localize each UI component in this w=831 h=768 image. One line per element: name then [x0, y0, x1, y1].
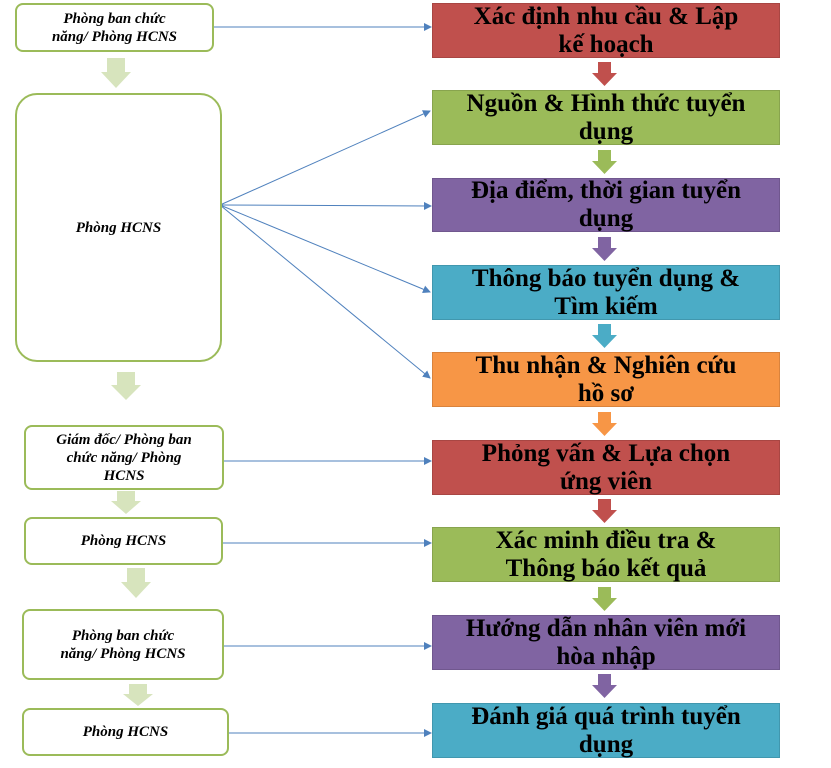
process-step: Địa điểm, thời gian tuyển dụng [432, 177, 780, 232]
step-label: hòa nhập [556, 642, 656, 670]
responsible-label: chức năng/ Phòng [66, 449, 182, 466]
process-step: Đánh giá quá trình tuyển dụng [432, 703, 780, 758]
step-label: Tìm kiếm [554, 292, 658, 320]
responsible-box: Phòng HCNS [22, 708, 229, 756]
step-label: kế hoạch [558, 30, 654, 58]
step-label: dụng [578, 117, 634, 145]
process-step: Nguồn & Hình thức tuyển dụng [432, 90, 780, 145]
responsible-box: Phòng ban chức năng/ Phòng HCNS [15, 3, 214, 52]
step-flow-arrow [592, 150, 617, 174]
connector-arrow [219, 110, 431, 206]
responsible-label: Phòng HCNS [80, 533, 167, 549]
step-label: Xác định nhu cầu & Lập [473, 2, 739, 30]
left-flow-arrow [121, 568, 151, 598]
step-flow-arrow [592, 62, 617, 86]
step-label: Địa điểm, thời gian tuyển [470, 177, 742, 204]
step-label: Thu nhận & Nghiên cứu [475, 351, 737, 379]
process-step: Thông báo tuyển dụng & Tìm kiếm [432, 265, 780, 320]
step-label: Nguồn & Hình thức tuyển [466, 89, 746, 117]
step-label: Thông báo kết quả [505, 554, 707, 582]
responsible-label: Phòng HCNS [82, 724, 169, 740]
step-label: Thông báo tuyển dụng & [471, 264, 741, 292]
step-label: hồ sơ [577, 379, 635, 407]
responsible-label: năng/ Phòng HCNS [60, 645, 186, 662]
responsible-box: Phòng HCNS [24, 517, 223, 565]
step-label: Hướng dẫn nhân viên mới [465, 614, 747, 642]
step-label: ứng viên [559, 467, 653, 495]
process-step: Phỏng vấn & Lựa chọn ứng viên [432, 440, 780, 495]
connector-arrow [219, 201, 432, 210]
left-flow-arrow [111, 491, 141, 514]
step-label: Xác minh điều tra & [495, 526, 717, 554]
process-step: Thu nhận & Nghiên cứu hồ sơ [432, 352, 780, 407]
step-label: Đánh giá quá trình tuyển [471, 702, 741, 730]
connector-arrow [219, 204, 431, 379]
process-step: Xác định nhu cầu & Lập kế hoạch [432, 3, 780, 58]
step-flow-arrow [592, 587, 617, 611]
step-flow-arrow [592, 412, 617, 436]
step-flow-arrow [592, 674, 617, 698]
responsible-box: Phòng HCNS [15, 93, 222, 362]
connector-arrow [219, 204, 431, 294]
left-flow-arrow [123, 684, 153, 706]
responsible-label: Phòng ban chức [63, 10, 166, 27]
responsible-box: Phòng ban chức năng/ Phòng HCNS [22, 609, 224, 680]
responsible-label: HCNS [103, 467, 145, 484]
step-flow-arrow [592, 324, 617, 348]
step-label: dụng [578, 205, 634, 232]
step-flow-arrow [592, 499, 617, 523]
left-flow-arrow [101, 58, 131, 88]
responsible-label: Giám đốc/ Phòng ban [56, 431, 192, 448]
left-flow-arrow [111, 372, 141, 400]
step-label: Phỏng vấn & Lựa chọn [481, 439, 731, 467]
responsible-label: Phòng HCNS [75, 219, 162, 236]
responsible-box: Giám đốc/ Phòng ban chức năng/ Phòng HCN… [24, 425, 224, 490]
process-step: Xác minh điều tra & Thông báo kết quả [432, 527, 780, 582]
step-label: dụng [578, 730, 634, 758]
step-flow-arrow [592, 237, 617, 261]
responsible-label: năng/ Phòng HCNS [51, 28, 178, 45]
responsible-label: Phòng ban chức [71, 627, 175, 644]
process-step: Hướng dẫn nhân viên mới hòa nhập [432, 615, 780, 670]
